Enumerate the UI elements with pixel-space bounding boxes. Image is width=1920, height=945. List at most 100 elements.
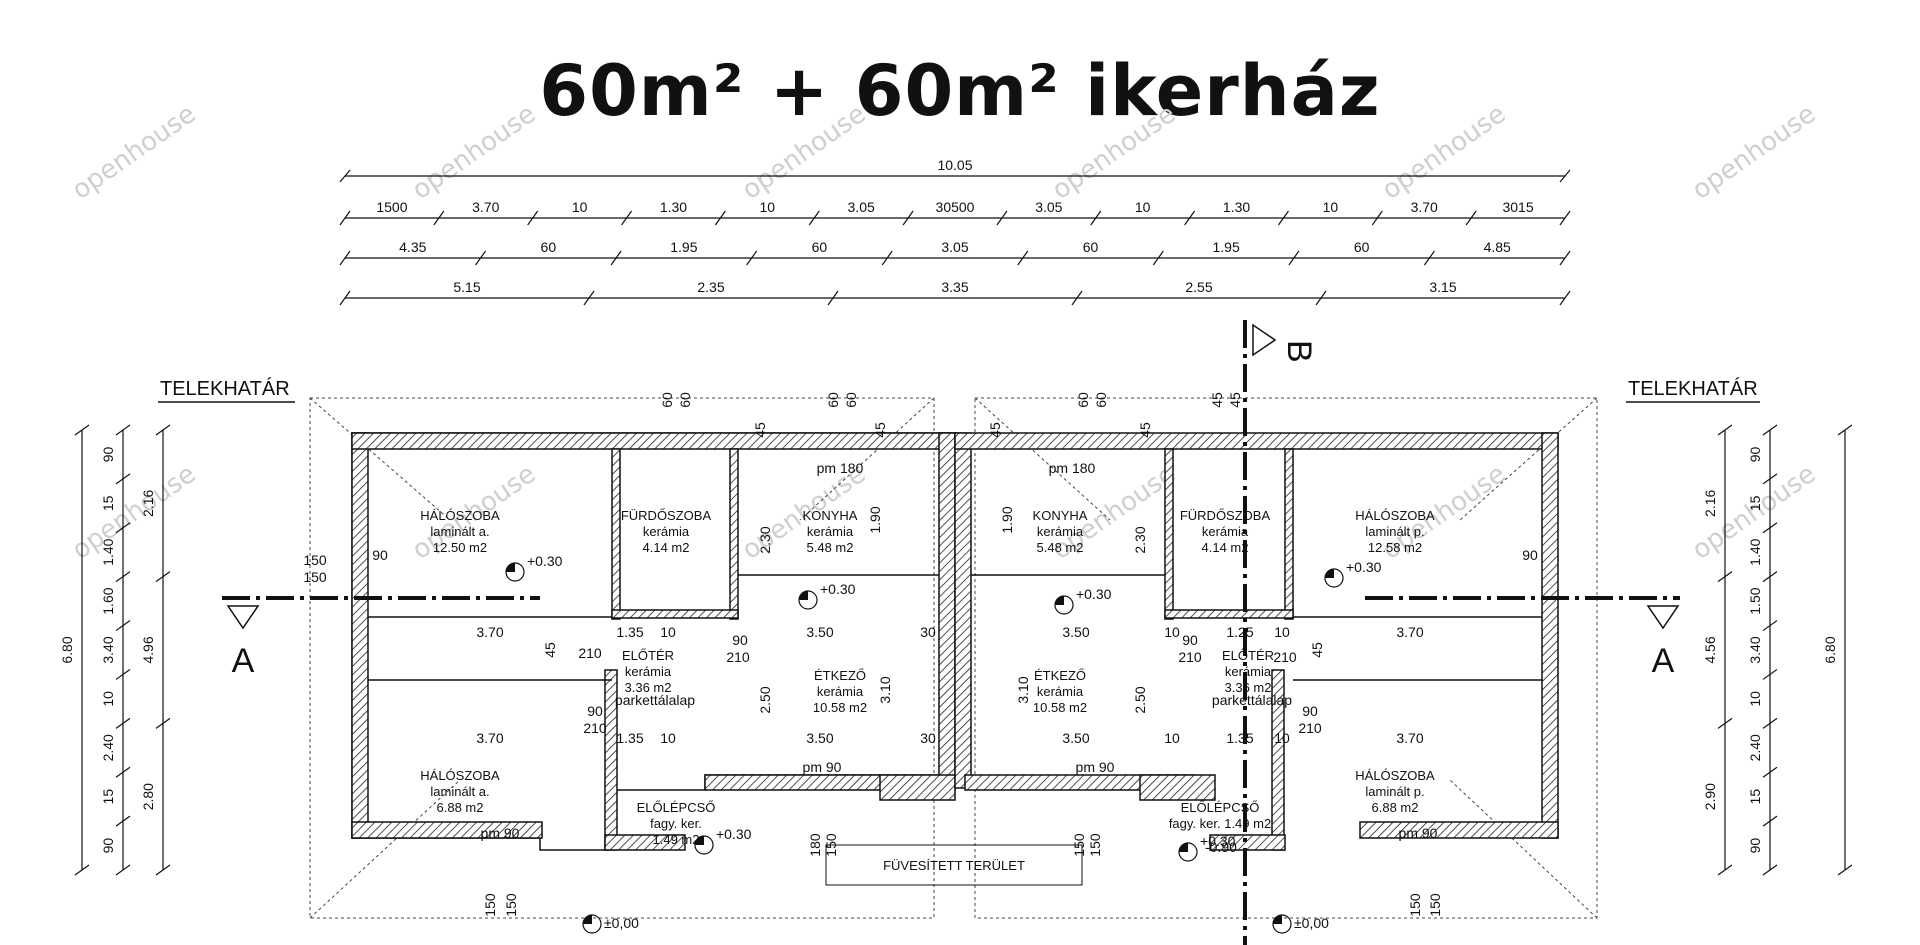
vdim-right-mid-tick	[1762, 473, 1778, 485]
dim-row-label: 2.35	[697, 279, 724, 295]
level-symbol-fill	[506, 563, 515, 572]
vdim-left-mid-label: 3.40	[100, 636, 116, 663]
dim-tick	[339, 290, 351, 306]
dim-row-label: 3.70	[472, 199, 499, 215]
misc-label: pm 180	[1049, 460, 1096, 476]
room-floor-left: laminált a.	[430, 524, 489, 539]
room-name-right: HÁLÓSZOBA	[1355, 768, 1435, 783]
dim-overall-label: 10.05	[937, 157, 972, 173]
vdim-right-mid-label: 90	[1747, 838, 1763, 854]
vdim-right-mid-tick	[1762, 424, 1778, 436]
dim-row-label: 3015	[1502, 199, 1533, 215]
room-name-right: KONYHA	[1033, 508, 1088, 523]
dim-row-label: 1.30	[660, 199, 687, 215]
inner-dim-label: 3.70	[1396, 730, 1423, 746]
room-floor-right: kerámia	[1037, 684, 1084, 699]
misc-label: pm 90	[1399, 825, 1438, 841]
level-label: +0.30	[716, 826, 752, 842]
dim-row-label: 3.05	[1035, 199, 1062, 215]
level-symbol-fill	[799, 591, 808, 600]
bottom-mark: 180	[807, 833, 823, 857]
dim-tick	[433, 210, 445, 226]
level-symbol-fill	[1325, 569, 1334, 578]
vdim-right-mid-label: 15	[1747, 495, 1763, 511]
room-name-left: HÁLÓSZOBA	[420, 508, 500, 523]
vdim-left-mid-tick	[115, 473, 131, 485]
vdim-right-inner-label: 4.56	[1702, 636, 1718, 663]
page-title: 60m² + 60m² ikerház	[539, 50, 1381, 132]
wall-mark: 45	[1227, 392, 1243, 408]
vdim-left-outer-label: 6.80	[59, 636, 75, 663]
wall-mark: 45	[752, 422, 768, 438]
vdim-right-mid-label: 2.40	[1747, 734, 1763, 761]
dim-tick	[996, 210, 1008, 226]
vdim-right-inner-tick	[1717, 571, 1733, 583]
vdim-left-mid-tick	[115, 571, 131, 583]
dim-row-label: 4.85	[1484, 239, 1511, 255]
wall-mark: 45	[1309, 642, 1325, 658]
room-area-left: 12.50 m2	[433, 540, 487, 555]
dim-tick	[808, 210, 820, 226]
level-symbol-fill	[1179, 843, 1188, 852]
watermark: openhouse	[1377, 99, 1512, 206]
vdim-left-mid-tick	[115, 717, 131, 729]
dim-row-label: 2.55	[1185, 279, 1212, 295]
vdim-left-mid-label: 15	[100, 789, 116, 805]
vdim-right-mid-tick	[1762, 815, 1778, 827]
inner-dim-label: 30	[920, 730, 936, 746]
small-dim-label: 90	[587, 703, 603, 719]
dim-tick	[475, 250, 487, 266]
room-floor-right: laminált p.	[1365, 784, 1424, 799]
inner-dim-label: 10	[1274, 730, 1290, 746]
room-area-left: 1.49 m2	[653, 832, 700, 847]
bottom-mark: 150	[482, 893, 498, 917]
wall-mark: 60	[825, 392, 841, 408]
dim-tick	[1371, 210, 1383, 226]
dim-tick	[1423, 250, 1435, 266]
room-name-right: FÜRDŐSZOBA	[1180, 508, 1271, 523]
vdim-left-mid-label: 1.60	[100, 587, 116, 614]
vdim-left-inner-tick	[155, 717, 171, 729]
inner-dim-label: 1.25	[1226, 624, 1253, 640]
misc-label: parkettálalap	[615, 692, 695, 708]
room-name-left: FÜRDŐSZOBA	[621, 508, 712, 523]
level-label: +0.30	[820, 581, 856, 597]
small-dim-label: 90	[732, 632, 748, 648]
vdim-right-mid-tick	[1762, 766, 1778, 778]
dim-tick	[1465, 210, 1477, 226]
vdim-left-mid-label: 1.40	[100, 538, 116, 565]
misc-label: parkettálalap	[1212, 692, 1292, 708]
vdim-right-mid-label: 3.40	[1747, 636, 1763, 663]
level-label: +0.30	[527, 553, 563, 569]
small-dim-label: 210	[1273, 649, 1297, 665]
vdim-right-mid-label: 90	[1747, 446, 1763, 462]
bottom-mark: 150	[1087, 833, 1103, 857]
inner-dim-label: 10	[1164, 730, 1180, 746]
room-floor-left: fagy. ker.	[650, 816, 702, 831]
small-dim-label: 210	[1298, 720, 1322, 736]
wall-mark: 45	[987, 422, 1003, 438]
vdim-left-inner-label: 4.96	[140, 636, 156, 663]
dim-row-label: 1500	[376, 199, 407, 215]
eaves-outline	[309, 397, 1598, 919]
vdim-left-mid-tick	[115, 864, 131, 876]
bottom-mark: 150	[1407, 893, 1423, 917]
misc-label: pm 90	[1076, 759, 1115, 775]
dim-tick	[902, 210, 914, 226]
room-area-right: 3.36 m2	[1225, 680, 1272, 695]
room-area-left: 3.36 m2	[625, 680, 672, 695]
dim-row-label: 3.05	[848, 199, 875, 215]
watermark: openhouse	[67, 459, 202, 566]
walls	[351, 432, 1559, 851]
vdim-left-inner-tick	[155, 571, 171, 583]
room-vertical-dim: 2.30	[757, 526, 773, 553]
vdim-left-mid-label: 10	[100, 691, 116, 707]
misc-label: pm 90	[481, 825, 520, 841]
lot-boundary-right: TELEKHATÁR	[1626, 377, 1760, 403]
dim-tick	[583, 290, 595, 306]
vdim-right-mid-tick	[1762, 522, 1778, 534]
room-vertical-dim: 1.90	[999, 506, 1015, 533]
vdim-right-outer-label: 6.80	[1822, 636, 1838, 663]
